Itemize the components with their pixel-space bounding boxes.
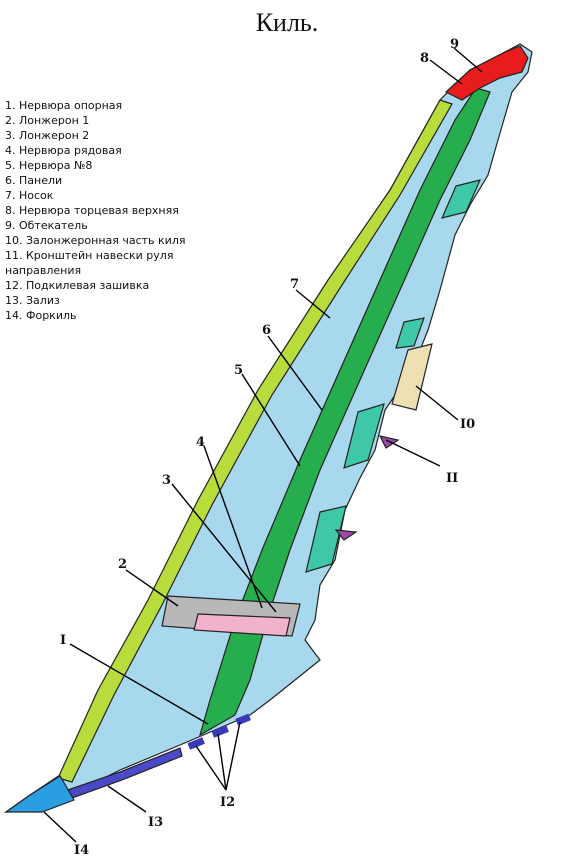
legend-item: 10. Залонжеронная часть киля <box>5 234 186 247</box>
root-rib <box>193 613 291 637</box>
panel-band <box>199 87 491 737</box>
leader-line <box>217 733 227 791</box>
under-fin-cover <box>211 725 229 738</box>
trailing-section <box>391 343 433 411</box>
legend-item: 9. Обтекатель <box>5 219 88 232</box>
hinge-bracket <box>395 317 425 349</box>
dorsal-fin <box>4 775 75 813</box>
leader-line <box>195 745 227 791</box>
legend-item: 3. Лонжерон 2 <box>5 129 90 142</box>
legend-item: 2. Лонжерон 1 <box>5 114 90 127</box>
legend-item: 11. Кронштейн навески руля направления <box>5 249 174 277</box>
callout-label: 3 <box>162 473 171 488</box>
legend-item: 13. Зализ <box>5 294 60 307</box>
leader-line <box>415 385 459 421</box>
leader-line <box>453 47 483 73</box>
legend-item: 6. Панели <box>5 174 63 187</box>
legend-item: 14. Форкиль <box>5 309 77 322</box>
legend-item: 5. Нервюра №8 <box>5 159 93 172</box>
callout-label: I0 <box>460 417 475 432</box>
callout-label: 6 <box>262 323 271 338</box>
legend-item: 7. Носок <box>5 189 54 202</box>
legend-item: 4. Нервюра рядовая <box>5 144 122 157</box>
hinge-bracket <box>343 403 385 469</box>
leader-line <box>385 439 441 467</box>
callout-label: I3 <box>148 815 163 830</box>
callout-label: 9 <box>450 37 459 52</box>
hinge-bracket <box>305 505 347 573</box>
leader-line <box>241 373 301 467</box>
legend-list: 1. Нервюра опорная 2. Лонжерон 1 3. Лонж… <box>5 98 205 323</box>
hinge-lug <box>334 529 358 541</box>
callout-label: 2 <box>118 557 127 572</box>
leader-line <box>295 289 331 319</box>
legend-item: 8. Нервюра торцевая верхняя <box>5 204 179 217</box>
leader-line <box>225 721 241 791</box>
callout-label: 8 <box>420 51 429 66</box>
hinge-bracket <box>440 179 482 219</box>
callout-label: 5 <box>234 363 243 378</box>
leader-line <box>171 483 277 613</box>
leading-edge-nose <box>57 99 453 783</box>
callout-label: 4 <box>196 435 205 450</box>
legend-item: 12. Подкилевая зашивка <box>5 279 150 292</box>
diagram-title: Киль. <box>255 8 319 37</box>
leader-line <box>107 785 147 813</box>
callout-label: 7 <box>290 277 299 292</box>
callout-label: I4 <box>74 843 89 858</box>
leader-line <box>43 811 77 843</box>
top-fairing <box>444 45 529 101</box>
under-fin-cover <box>187 737 205 750</box>
callout-label: I <box>60 633 66 648</box>
leader-line <box>125 569 179 607</box>
callout-label: I2 <box>220 795 235 810</box>
leader-line <box>267 335 323 411</box>
legend-item: 1. Нервюра опорная <box>5 99 123 112</box>
callout-label: II <box>446 471 458 486</box>
leader-line <box>203 445 263 609</box>
leader-line <box>429 59 463 85</box>
leader-line <box>69 643 209 725</box>
